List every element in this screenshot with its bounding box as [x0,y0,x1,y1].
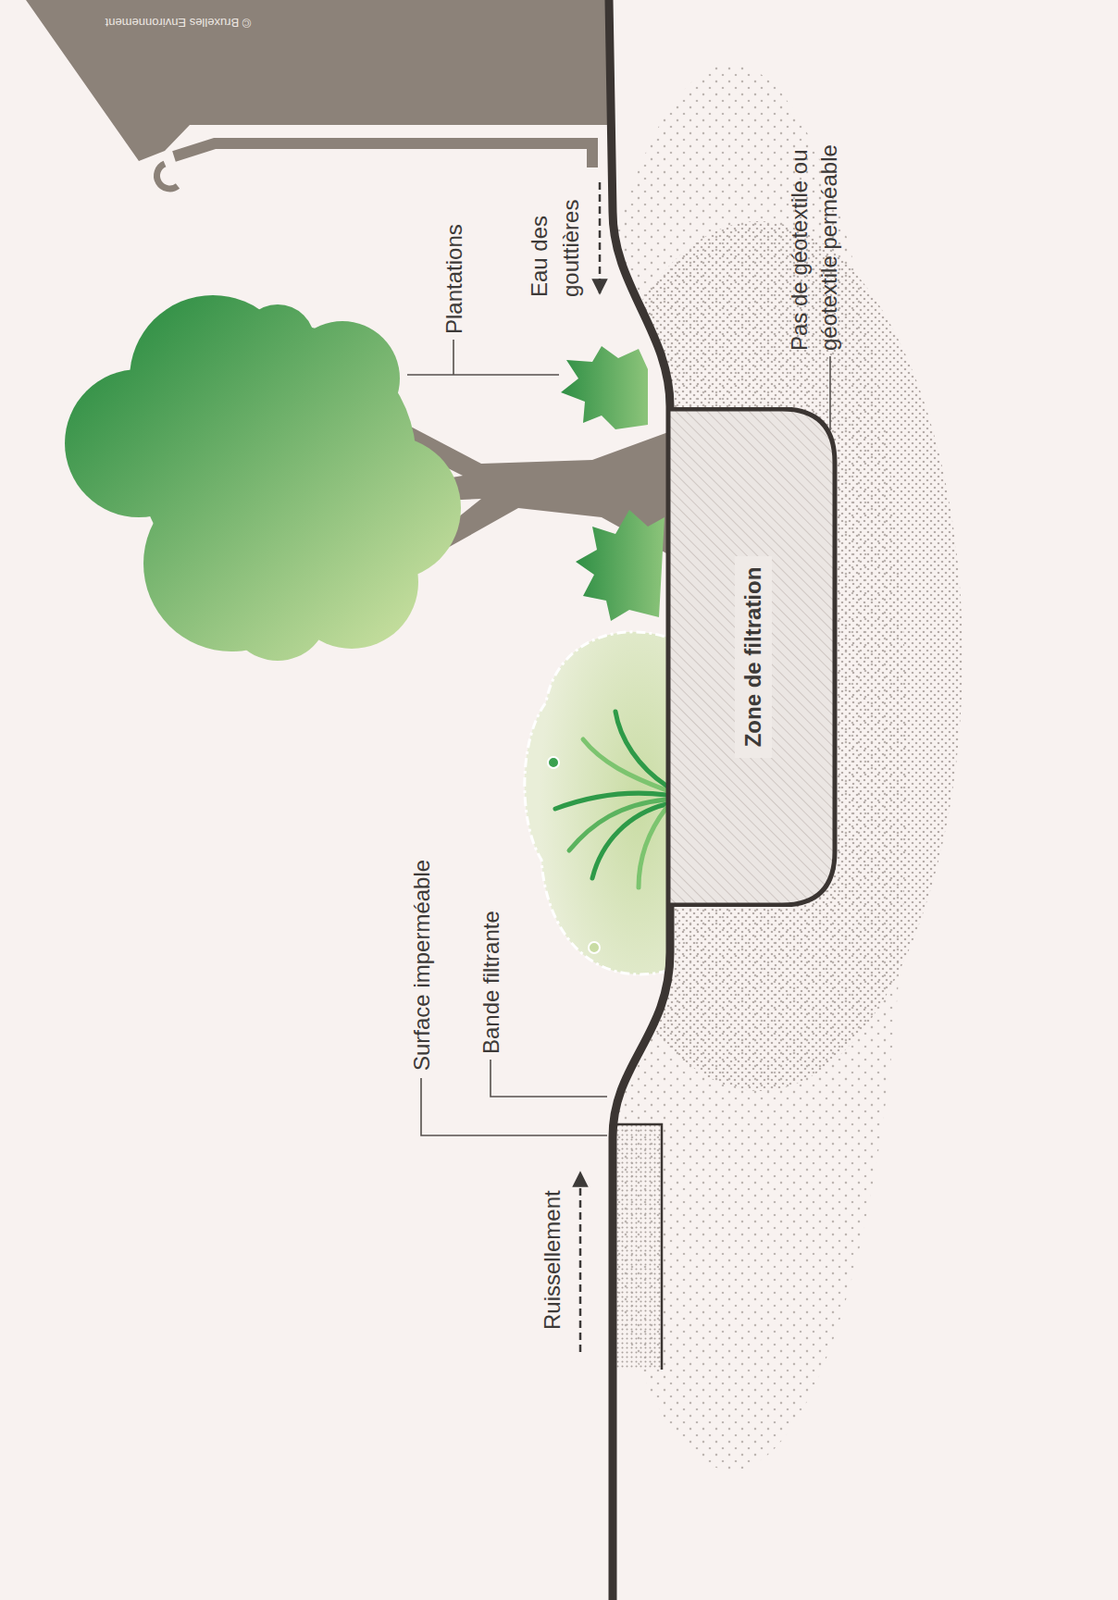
watermark: © Bruxelles Environnement [44,14,313,31]
building [25,0,611,162]
leader-line [490,1059,608,1097]
shrub [560,346,648,430]
callout-label: Ruissellement [538,1190,567,1330]
impermeable-surface [614,1124,662,1370]
filtration-zone: Zone de filtration [668,407,838,907]
callout-label: Surface imperméable [408,859,436,1071]
flower-dot [588,942,600,954]
bush [524,632,669,975]
ground-line [608,0,671,1600]
tree-canopy [64,295,461,661]
shrub [575,509,665,622]
flower-dot [547,757,559,769]
callout-label: Bande filtrante [477,910,506,1055]
runoff-arrow [579,1172,583,1353]
callout-label: Pas de géotextile ou géotextile perméabl… [784,63,845,351]
impermeable-outline [614,1124,662,1370]
gutter-water-arrow [598,182,602,294]
gutter [157,163,178,189]
callout-label: Eau des gouttières [523,158,587,298]
callout-label: Plantations [440,223,469,335]
filtration-zone-shape [668,409,835,906]
downpipe [173,143,593,168]
leader-line [407,339,559,375]
zone-label: Zone de filtration [734,556,772,759]
leader-line [829,356,832,431]
leader-line [421,1078,608,1136]
grass [555,711,667,888]
